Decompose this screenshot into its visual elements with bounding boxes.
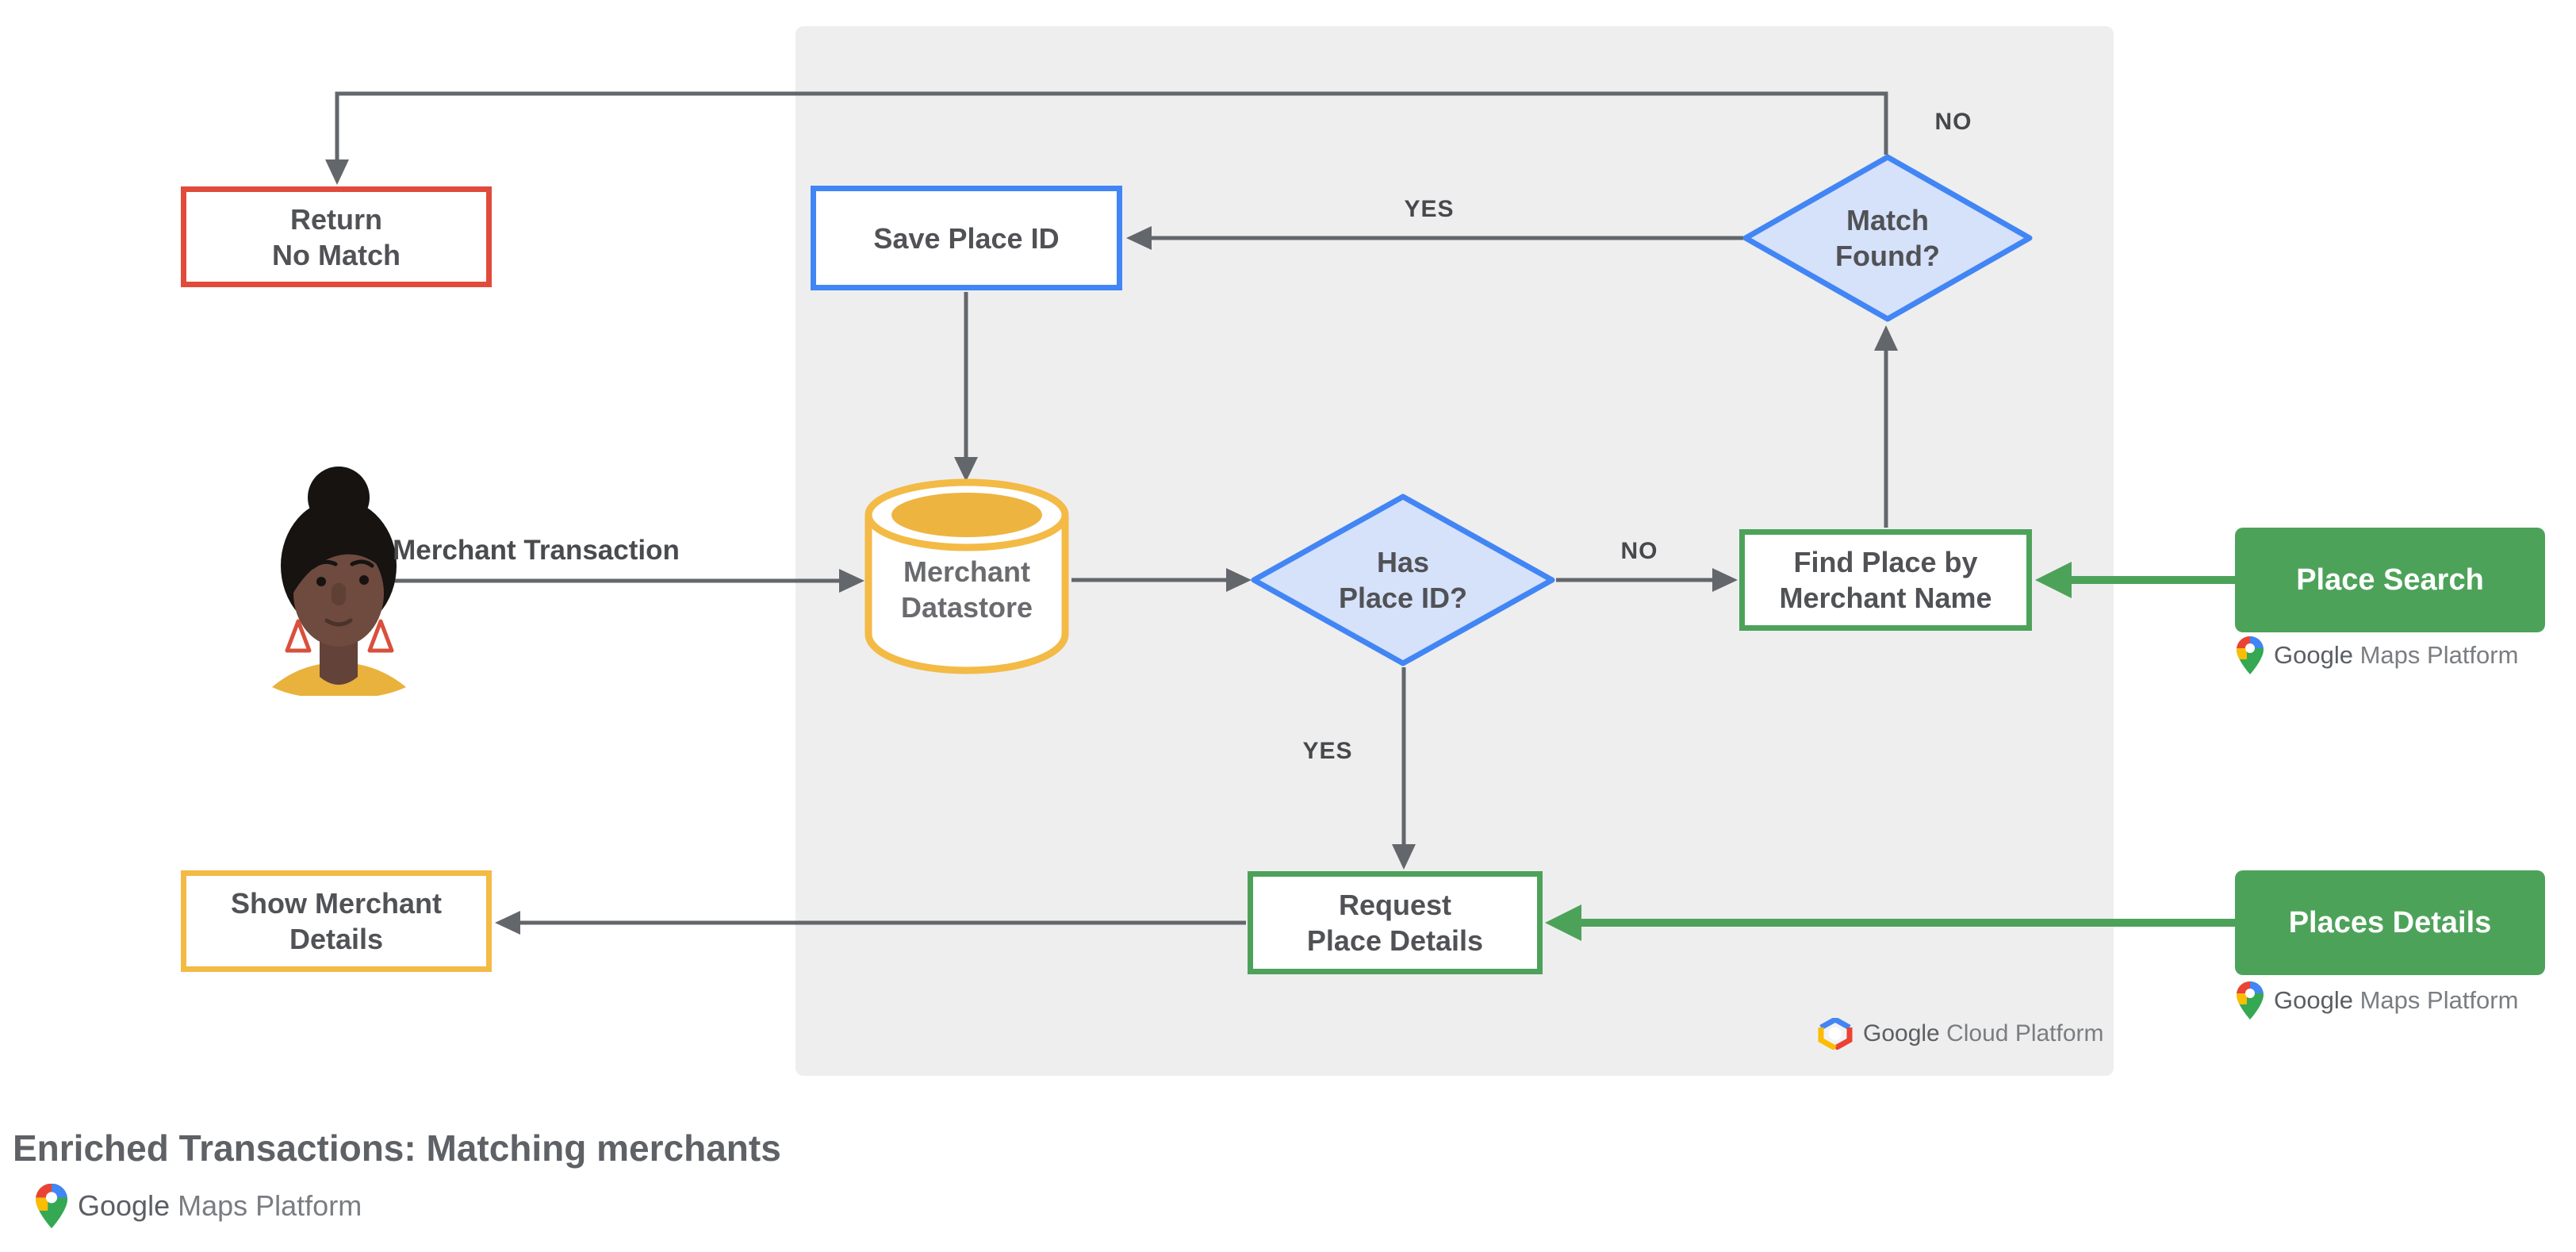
database-cylinder-icon [864, 478, 1069, 674]
decision-has-place-id: Has Place ID? [1250, 493, 1556, 667]
diamond-shape [1742, 154, 2033, 322]
maps-pin-icon [36, 1183, 67, 1229]
green-arrowheads [1545, 562, 2072, 941]
api-box-place-search: Place Search [2235, 528, 2545, 632]
gmp-logo-footer: Google Maps Platform [36, 1181, 362, 1231]
arrowhead-into-datastore-left [839, 569, 864, 593]
decision-match-found-label: Match Found? [1835, 204, 1940, 272]
edge-matchfound-no-to-return [335, 91, 1888, 159]
person-icon [272, 467, 406, 699]
maps-pin-icon [2237, 981, 2264, 1020]
google-cloud-platform-logo: Google Cloud Platform [1818, 1016, 2104, 1052]
arrowhead-into-hasplaceid [1226, 568, 1252, 592]
gmp-logo-google-text: Google [2274, 641, 2353, 669]
arrowhead-into-save [1126, 226, 1152, 250]
edge-label-merchant-transaction: Merchant Transaction [393, 535, 680, 566]
maps-pin-icon [2237, 636, 2264, 674]
gcp-logo-product-text: Cloud Platform [1946, 1020, 2104, 1047]
gray-arrowheads [325, 159, 1898, 935]
arrowhead-into-request [1392, 844, 1416, 870]
gcp-hexagon-icon [1818, 1018, 1853, 1050]
edge-label-match-found-yes: YES [1404, 196, 1455, 222]
node-request-place-details: Request Place Details [1248, 871, 1543, 974]
gmp-logo-google-text: Google [2274, 986, 2353, 1014]
gmp-logo-product-text: Maps Platform [2359, 986, 2519, 1014]
node-save-place-id: Save Place ID [811, 186, 1122, 290]
edge-label-match-found-no: NO [1934, 109, 1972, 135]
arrowhead-green-into-request [1545, 904, 1581, 941]
node-return-no-match: Return No Match [181, 186, 492, 287]
diamond-shape [1251, 494, 1555, 666]
arrowhead-into-matchfound [1874, 325, 1898, 351]
green-edges [1581, 576, 2235, 927]
arrowhead-into-show [495, 911, 520, 935]
gmp-logo-places-details: Google Maps Platform [2237, 981, 2518, 1020]
arrowhead-green-into-findplace [2035, 562, 2072, 598]
node-merchant-datastore: Merchant Datastore [864, 475, 1069, 675]
node-merchant-datastore-label: Merchant Datastore [900, 555, 1033, 624]
diagram-title: Enriched Transactions: Matching merchant… [13, 1127, 781, 1169]
decision-match-found: Match Found? [1742, 153, 2034, 323]
node-show-merchant-details: Show Merchant Details [181, 870, 492, 972]
edge-label-has-place-id-no: NO [1620, 538, 1658, 564]
edge-label-has-place-id-yes: YES [1302, 738, 1353, 764]
node-find-place-by-merchant-name: Find Place by Merchant Name [1739, 529, 2032, 631]
gmp-logo-product-text: Maps Platform [2359, 641, 2519, 669]
arrowhead-into-datastore-top [954, 457, 978, 482]
decision-has-place-id-label: Has Place ID? [1338, 546, 1468, 614]
user-avatar [270, 464, 408, 699]
gmp-logo-place-search: Google Maps Platform [2237, 636, 2518, 675]
arrowhead-into-findplace [1712, 568, 1738, 592]
gray-edges [335, 91, 1888, 925]
gmp-logo-product-text: Maps Platform [178, 1189, 362, 1222]
api-box-places-details: Places Details [2235, 870, 2545, 975]
gmp-logo-google-text: Google [78, 1189, 171, 1222]
gcp-logo-google-text: Google [1863, 1020, 1940, 1047]
arrowhead-into-return [325, 159, 349, 185]
